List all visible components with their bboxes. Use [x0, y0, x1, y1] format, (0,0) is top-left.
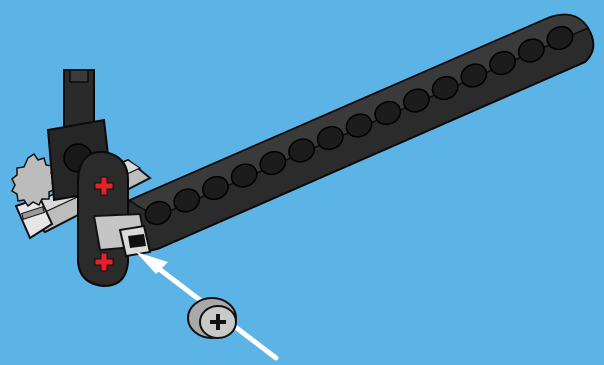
axle-stub-top: [70, 70, 88, 82]
beam-holes: [142, 23, 577, 229]
small-gear: [12, 154, 56, 206]
grey-bush: [188, 298, 236, 338]
liftarm-beam: [123, 15, 593, 251]
short-axle-cross-hole: [128, 234, 146, 248]
gear-teeth: [12, 154, 56, 206]
